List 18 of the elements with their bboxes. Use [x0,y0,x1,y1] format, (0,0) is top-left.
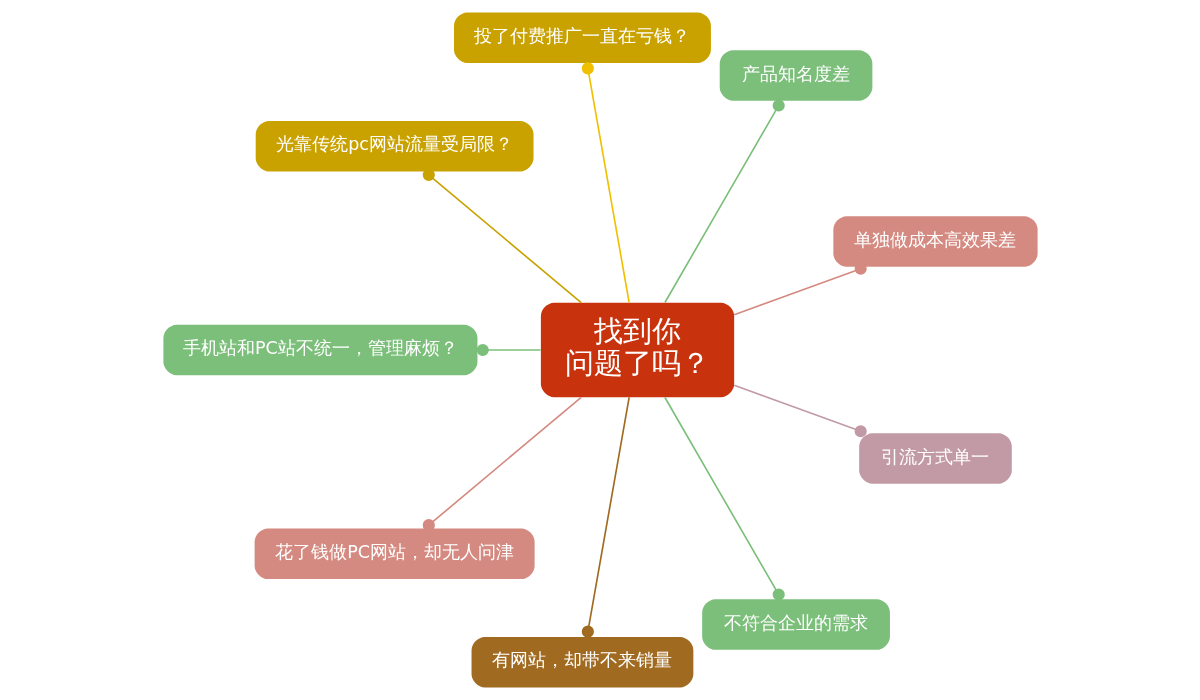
node-box: 花了钱做PC网站，却无人问津 [254,528,535,580]
node-box: 投了付费推广一直在亏钱？ [453,12,711,63]
connector [422,396,582,532]
node-box: 找到你 问题了吗？ [540,302,734,398]
node-box: 有网站，却带不来销量 [471,637,693,688]
node-box: 单独做成本高效果差 [832,216,1038,267]
node-box: 手机站和PC站不统一，管理麻烦？ [162,324,477,376]
node-box: 不符合企业的需求 [701,599,890,650]
connector [422,168,582,304]
connector [476,343,541,357]
node-box: 引流方式单一 [858,433,1012,484]
connector [581,396,630,638]
node-box: 产品知名度差 [719,50,872,101]
connector [732,384,867,438]
connector [581,62,630,304]
connector [663,396,785,601]
node-box: 光靠传统pc网站流量受局限？ [255,120,534,172]
connector [663,99,785,304]
